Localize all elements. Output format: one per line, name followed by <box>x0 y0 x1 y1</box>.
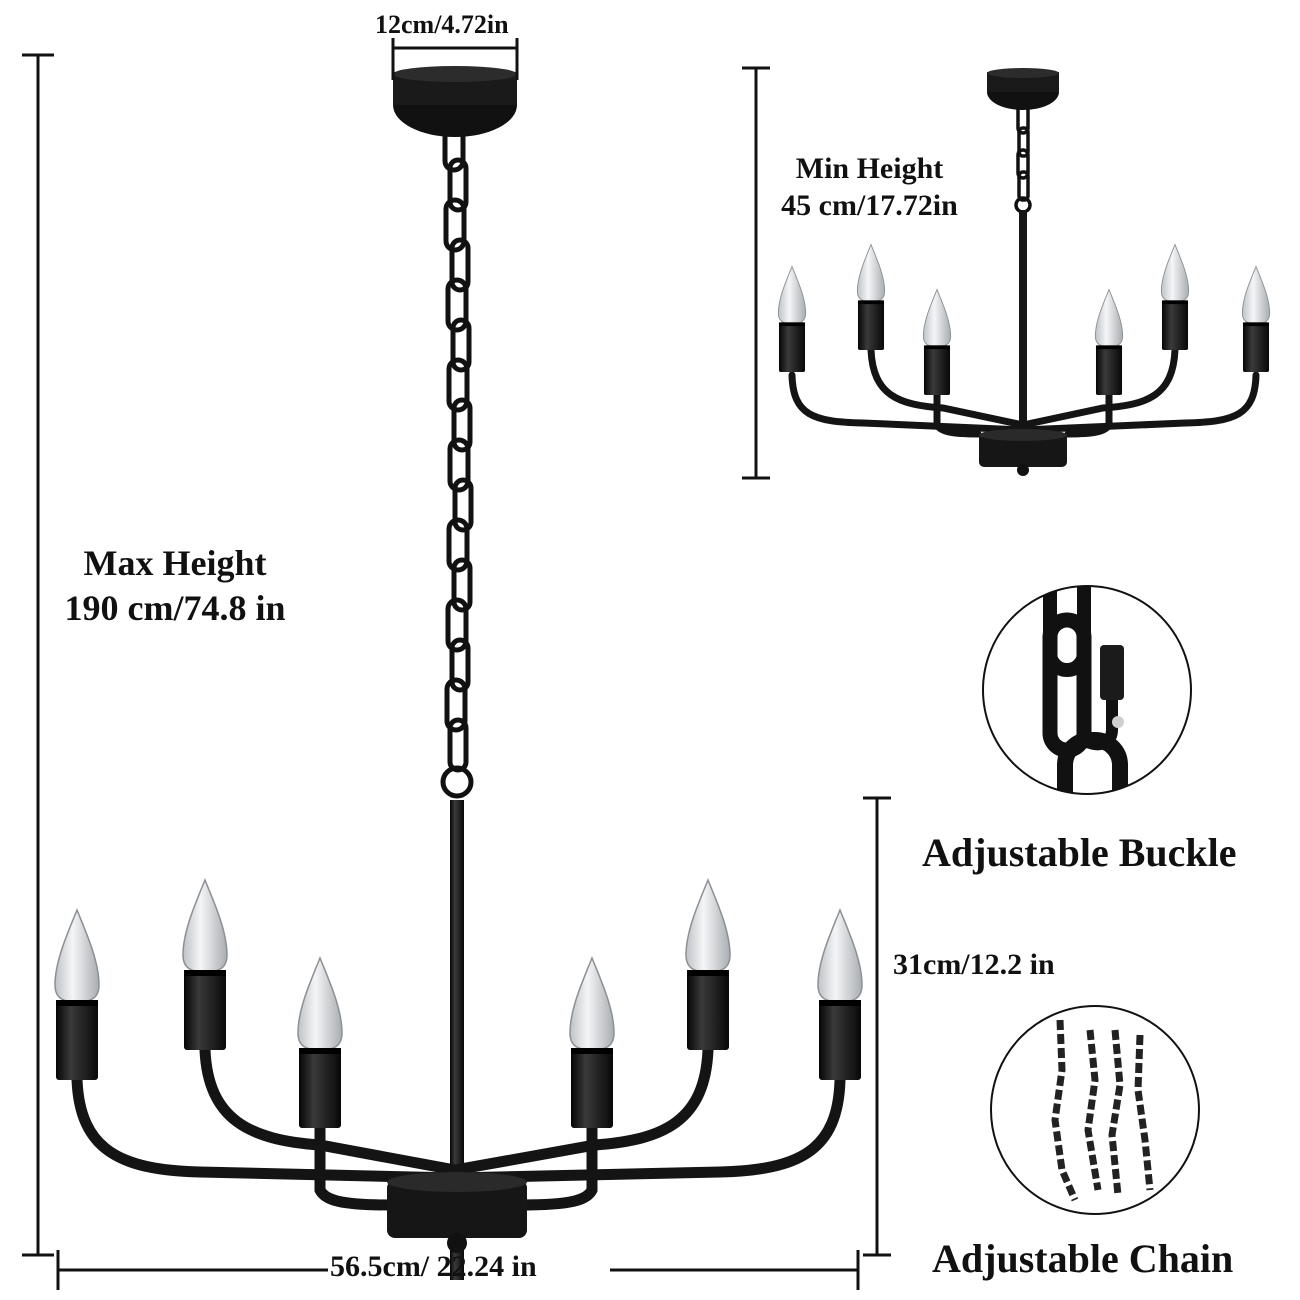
max-height-label: Max Height 190 cm/74.8 in <box>45 543 305 630</box>
hub <box>387 1180 527 1238</box>
arms <box>71 1044 846 1211</box>
max-height-title: Max Height <box>83 543 267 583</box>
buckle-detail <box>982 585 1192 795</box>
fixture-height-label: 31cm/12.2 in <box>893 948 1055 981</box>
main-chandelier <box>54 66 863 1280</box>
canopy-width-label: 12cm/4.72in <box>375 10 509 39</box>
chain-caption: Adjustable Chain <box>932 1236 1234 1281</box>
fixture-width-label: 56.5cm/ 22.24 in <box>330 1250 537 1283</box>
chain-detail <box>990 1005 1200 1215</box>
min-height-title: Min Height <box>795 152 944 185</box>
min-height-value: 45 cm/17.72in <box>781 188 958 222</box>
chain <box>440 117 474 799</box>
min-height-chandelier <box>777 68 1271 476</box>
center-rod <box>450 800 464 1280</box>
max-height-value: 190 cm/74.8 in <box>64 588 286 629</box>
buckle-caption: Adjustable Buckle <box>922 830 1237 875</box>
dimension-lines <box>22 38 891 1290</box>
min-height-label: Min Height 45 cm/17.72in <box>762 152 977 223</box>
